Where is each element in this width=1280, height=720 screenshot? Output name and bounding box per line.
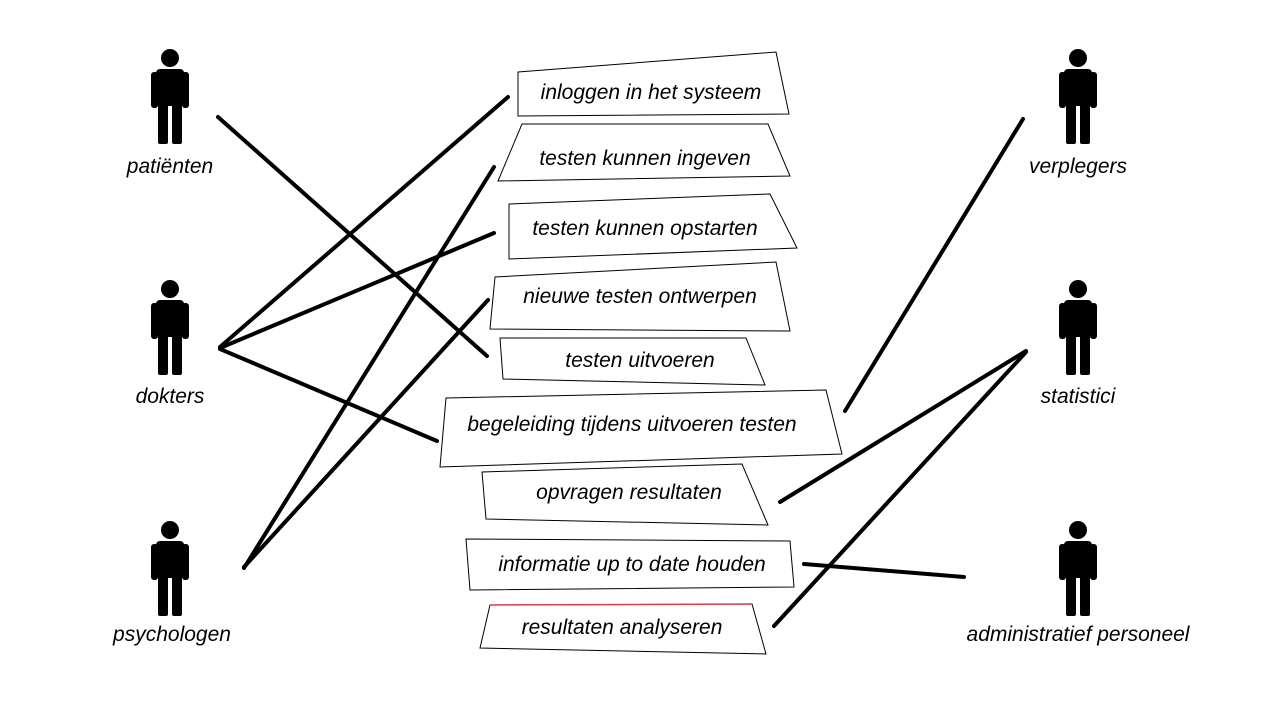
connection-psychologen-ingeven <box>242 165 496 570</box>
person-icon <box>151 49 189 144</box>
use-case-uitvoeren: testen uitvoeren <box>499 337 766 386</box>
use-case-box <box>508 193 798 260</box>
actor-label: psychologen <box>112 623 231 646</box>
connection-dokters-inloggen <box>218 95 510 349</box>
use-case-opvragen: opvragen resultaten <box>481 463 769 526</box>
use-case-informatie: informatie up to date houden <box>465 538 795 591</box>
use-case-label: resultaten analyseren <box>522 616 723 639</box>
use-case-box <box>489 261 791 332</box>
connection-dokters-opstarten <box>218 231 496 350</box>
person-icon <box>151 280 189 375</box>
use-case-box <box>497 123 791 182</box>
person-icon <box>151 521 189 616</box>
connection-patienten-uitvoeren <box>216 115 489 358</box>
connection-psychologen-ontwerpen <box>242 298 490 569</box>
actor-verplegers: verplegers <box>1029 49 1128 178</box>
actor-dokters: dokters <box>136 280 205 408</box>
use-case-opstarten: testen kunnen opstarten <box>508 193 798 260</box>
actor-label: patiënten <box>126 155 213 178</box>
use-case-analyseren: resultaten analyseren <box>479 603 767 655</box>
connection-statistici-opvragen <box>778 349 1028 504</box>
person-icon <box>1059 521 1097 616</box>
use-case-box <box>481 463 769 526</box>
use-case-label: nieuwe testen ontwerpen <box>523 285 757 308</box>
use-case-label: testen kunnen ingeven <box>539 147 750 170</box>
use-case-label: inloggen in het systeem <box>541 81 762 104</box>
use-case-label: testen uitvoeren <box>565 349 714 372</box>
connection-dokters-begeleiding <box>218 347 439 443</box>
use-case-label: begeleiding tijdens uitvoeren testen <box>467 413 796 436</box>
actor-patienten: patiënten <box>126 49 213 178</box>
actor-administratief: administratief personeel <box>967 521 1191 646</box>
use-case-box <box>465 538 795 591</box>
use-case-ontwerpen: nieuwe testen ontwerpen <box>489 261 791 332</box>
actor-label: statistici <box>1041 385 1117 408</box>
connections <box>216 95 1028 628</box>
use-case-label: opvragen resultaten <box>536 481 722 504</box>
use-case-inloggen: inloggen in het systeem <box>517 51 790 117</box>
connection-administratief-informatie <box>802 562 966 579</box>
connection-statistici-analyseren <box>772 350 1028 628</box>
actor-label: verplegers <box>1029 155 1128 178</box>
actor-statistici: statistici <box>1041 280 1117 408</box>
actor-label: administratief personeel <box>967 623 1191 646</box>
use-case-box <box>517 51 790 117</box>
use-case-label: informatie up to date houden <box>498 553 765 576</box>
use-case-box <box>499 337 766 386</box>
person-icon <box>1059 49 1097 144</box>
connection-verplegers-begeleiding <box>843 117 1025 413</box>
actor-psychologen: psychologen <box>112 521 231 646</box>
use-case-highlight-edge <box>489 603 753 606</box>
use-case-box <box>439 389 843 468</box>
actor-label: dokters <box>136 385 205 408</box>
use-case-label: testen kunnen opstarten <box>532 217 757 240</box>
use-case-begeleiding: begeleiding tijdens uitvoeren testen <box>439 389 843 468</box>
use-case-ingeven: testen kunnen ingeven <box>497 123 791 182</box>
person-icon <box>1059 280 1097 375</box>
